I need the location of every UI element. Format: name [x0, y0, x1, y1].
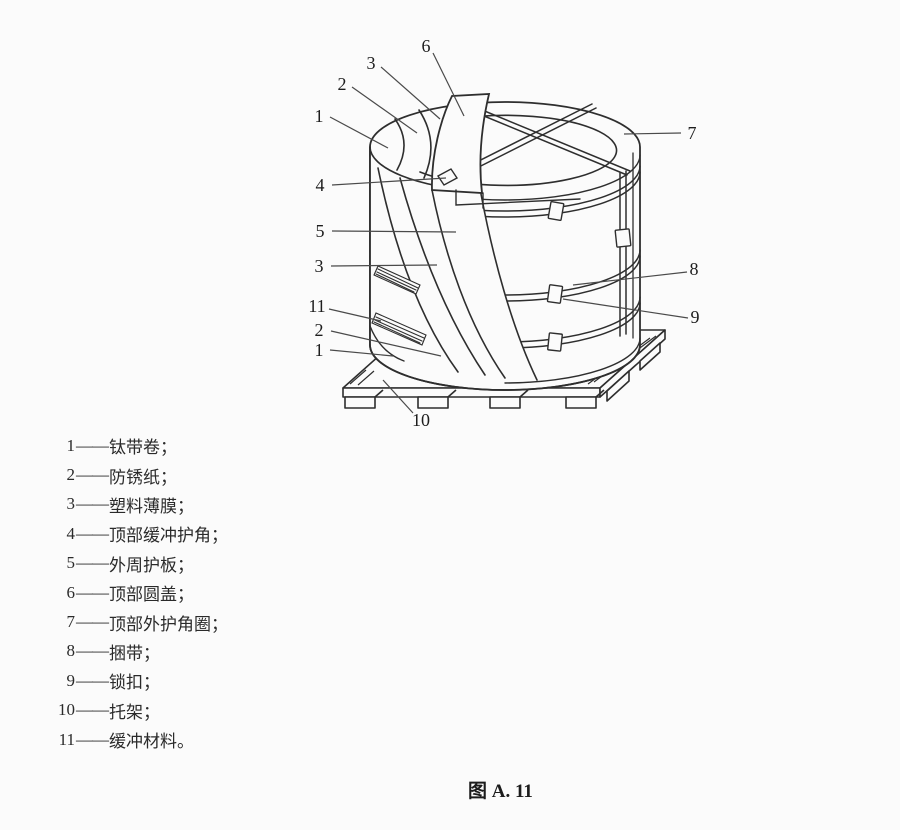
vertical-strap: [619, 152, 634, 339]
top-cover-band: [431, 93, 491, 194]
callout-8: 8: [690, 259, 699, 279]
legend-dash: ——: [76, 494, 109, 514]
legend-term: 缓冲材料。: [109, 732, 194, 752]
legend-num: 8: [66, 641, 76, 661]
legend-term: 顶部缓冲护角；: [109, 526, 228, 546]
figure-legend: 1 —— 钛带卷； 2 —— 防锈纸； 3 —— 塑料薄膜； 4 —— 顶部缓冲…: [0, 431, 228, 754]
legend-dash: ——: [76, 700, 109, 720]
legend-term: 钛带卷；: [109, 438, 177, 458]
legend-item: 1 —— 钛带卷；: [0, 431, 228, 460]
legend-term: 顶部圆盖；: [109, 585, 194, 605]
legend-term: 捆带；: [109, 643, 160, 663]
legend-dash: ——: [76, 612, 109, 632]
callout-labels: 1 2 3 6 7 4 5 3 11 2 1 8 9 10: [308, 36, 699, 430]
legend-dash: ——: [76, 670, 109, 690]
legend-item: 6 —— 顶部圆盖；: [0, 578, 228, 607]
callout-10: 10: [412, 410, 430, 430]
legend-dash: ——: [76, 523, 109, 543]
packaging-diagram: 1 2 3 6 7 4 5 3 11 2 1 8 9 10: [308, 36, 699, 430]
legend-dash: ——: [76, 641, 109, 661]
legend-term: 托架；: [109, 702, 160, 722]
legend-num: 7: [66, 612, 76, 632]
legend-term: 防锈纸；: [109, 467, 177, 487]
legend-num: 2: [66, 465, 76, 485]
legend-num: 6: [66, 582, 76, 602]
callout-5: 5: [316, 221, 325, 241]
legend-num: 10: [58, 700, 75, 720]
legend-dash: ——: [76, 435, 109, 455]
legend-item: 11 —— 缓冲材料。: [0, 725, 228, 754]
coil-package: [369, 93, 641, 391]
callout-2-side: 2: [315, 320, 324, 340]
callout-9: 9: [691, 307, 700, 327]
legend-num: 9: [66, 670, 76, 690]
legend-num: 3: [66, 494, 76, 514]
legend-item: 2 —— 防锈纸；: [0, 460, 228, 489]
legend-term: 塑料薄膜；: [109, 496, 194, 516]
legend-num: 11: [58, 729, 75, 749]
callout-2-top: 2: [338, 74, 347, 94]
legend-item: 8 —— 捆带；: [0, 637, 228, 666]
callout-11: 11: [308, 296, 325, 316]
legend-dash: ——: [76, 553, 109, 573]
callout-6: 6: [422, 36, 431, 56]
figure-caption: 图 A. 11: [468, 781, 533, 802]
legend-dash: ——: [76, 729, 109, 749]
legend-item: 3 —— 塑料薄膜；: [0, 490, 228, 519]
callout-3-side: 3: [315, 256, 324, 276]
leader-lines: [328, 52, 689, 414]
legend-num: 5: [66, 553, 76, 573]
corner-protector: [436, 168, 581, 209]
legend-item: 10 —— 托架；: [0, 696, 228, 725]
legend-num: 1: [66, 435, 76, 455]
legend-dash: ——: [76, 465, 109, 485]
callout-4: 4: [316, 175, 325, 195]
callout-1-top: 1: [315, 106, 324, 126]
legend-item: 9 —— 锁扣；: [0, 666, 228, 695]
legend-num: 4: [66, 523, 76, 543]
legend-term: 顶部外护角圈；: [109, 614, 228, 634]
legend-item: 4 —— 顶部缓冲护角；: [0, 519, 229, 548]
strap-buckles: [546, 200, 632, 352]
callout-7: 7: [688, 123, 697, 143]
legend-item: 5 —— 外周护板；: [0, 549, 228, 578]
top-layer-rings: [394, 109, 432, 179]
legend-item: 7 —— 顶部外护角圈；: [0, 607, 229, 636]
legend-term: 锁扣；: [109, 673, 160, 693]
legend-dash: ——: [76, 582, 109, 602]
callout-3-top: 3: [367, 53, 376, 73]
callout-1-side: 1: [315, 340, 324, 360]
legend-term: 外周护板；: [109, 555, 194, 575]
